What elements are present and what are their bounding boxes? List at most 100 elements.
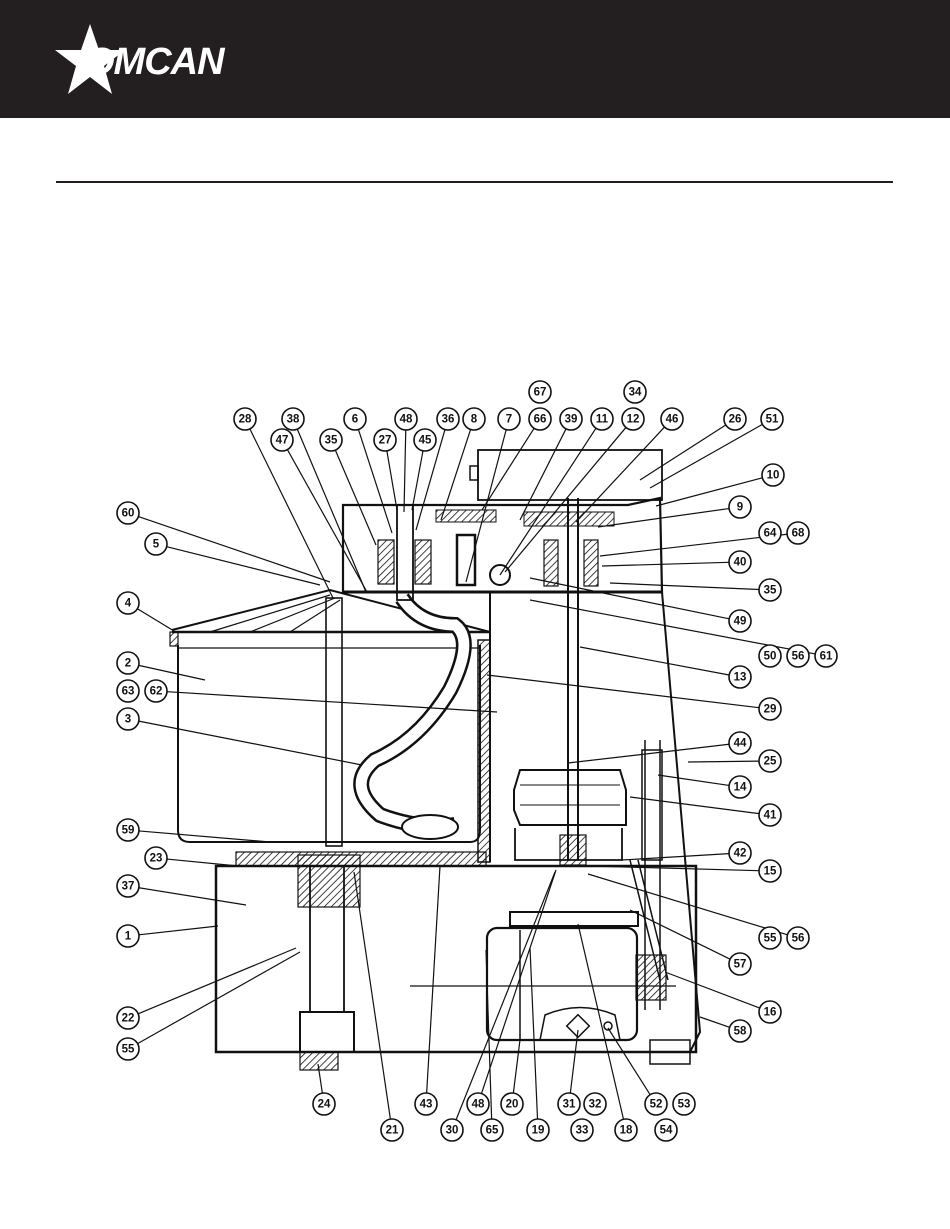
callout-number: 35 [764,585,777,597]
callout-number: 25 [764,756,777,768]
callout-24: 24 [313,1093,335,1115]
callout-number: 50 [764,651,777,663]
leader-line-30 [456,872,555,1120]
drive-pulley [514,770,626,825]
callout-number: 23 [150,853,163,865]
callout-62: 62 [145,680,167,702]
callout-number: 21 [386,1125,399,1137]
callout-number: 63 [122,686,135,698]
callout-3: 3 [117,708,139,730]
leader-line-37 [139,888,246,905]
callout-6: 6 [344,408,366,430]
brand-name: OMCAN [85,41,224,84]
callout-number: 5 [153,539,160,551]
callout-27: 27 [374,429,396,451]
callout-number: 32 [589,1099,602,1111]
callout-number: 55 [122,1044,135,1056]
callout-20: 20 [501,1093,523,1115]
leader-line-48 [404,430,406,512]
callout-7: 7 [498,408,520,430]
leader-line-48 [481,870,556,1094]
callout-number: 15 [764,866,777,878]
leader-line-38 [297,429,366,592]
callout-49: 49 [729,610,751,632]
callout-56: 56 [787,927,809,949]
callout-30: 30 [441,1119,463,1141]
callout-16: 16 [759,1001,781,1023]
callout-54: 54 [655,1119,677,1141]
callout-number: 35 [325,435,338,447]
callout-number: 47 [276,435,289,447]
leader-lines [137,424,815,1119]
callout-43: 43 [415,1093,437,1115]
callout-number: 49 [734,616,747,628]
callout-number: 59 [122,825,135,837]
callout-number: 14 [734,782,747,794]
leader-line-16 [665,972,760,1008]
leader-line-44 [568,744,729,763]
callout-number: 16 [764,1007,777,1019]
callout-number: 62 [150,686,163,698]
callout-21: 21 [381,1119,403,1141]
leader-line-1 [139,926,218,935]
callout-number: 13 [734,672,747,684]
callout-number: 10 [767,470,780,482]
callout-33: 33 [571,1119,593,1141]
callout-35: 35 [320,429,342,451]
callout-number: 6 [352,414,358,426]
callout-number: 39 [565,414,578,426]
callout-number: 57 [734,959,747,971]
callout-10: 10 [762,464,784,486]
callout-12: 12 [622,408,644,430]
leader-line-2 [139,665,205,680]
callout-number: 42 [734,848,747,860]
callout-5: 5 [145,533,167,555]
leader-line-39 [520,429,566,520]
callout-number: 33 [576,1125,589,1137]
callout-25: 25 [759,750,781,772]
leader-line-13 [580,647,729,675]
leader-line-47 [287,450,367,592]
callout-36: 36 [437,408,459,430]
callout-23: 23 [145,847,167,869]
callout-68: 68 [787,522,809,544]
callout-number: 26 [729,414,742,426]
callout-number: 29 [764,704,777,716]
omcan-logo: OMCAN [55,22,255,97]
leader-line-3 [139,721,362,765]
leader-line-27 [387,451,397,510]
callout-58: 58 [729,1020,751,1042]
leader-line-8 [441,429,471,520]
callout-number: 31 [563,1099,576,1111]
callout-66: 66 [529,408,551,430]
callout-26: 26 [724,408,746,430]
callout-number: 36 [442,414,455,426]
leader-line-14 [658,775,729,785]
leader-line-21 [354,872,390,1119]
column-wall [478,640,490,862]
leader-line-52 [608,1028,650,1095]
callout-1: 1 [117,925,139,947]
callout-number: 64 [764,528,777,540]
callout-number: 40 [734,557,747,569]
callout-4: 4 [117,592,139,614]
callout-9: 9 [729,496,751,518]
callout-number: 7 [506,414,512,426]
callout-number: 56 [792,651,805,663]
callout-number: 24 [318,1099,331,1111]
callout-number: 28 [239,414,252,426]
callout-number: 38 [287,414,300,426]
callout-39: 39 [560,408,582,430]
callout-number: 56 [792,933,805,945]
leader-line-60 [138,517,330,582]
header-bar: OMCAN [0,0,950,118]
callout-11: 11 [591,408,613,430]
leader-line-59 [139,831,270,842]
callout-19: 19 [527,1119,549,1141]
callout-number: 34 [629,387,642,399]
callout-50: 50 [759,645,781,667]
leader-line-42 [622,854,729,860]
mixer-exploded-diagram: 2838648368766391112462651673447352745605… [0,370,950,1150]
callout-56: 56 [787,645,809,667]
callout-41: 41 [759,804,781,826]
